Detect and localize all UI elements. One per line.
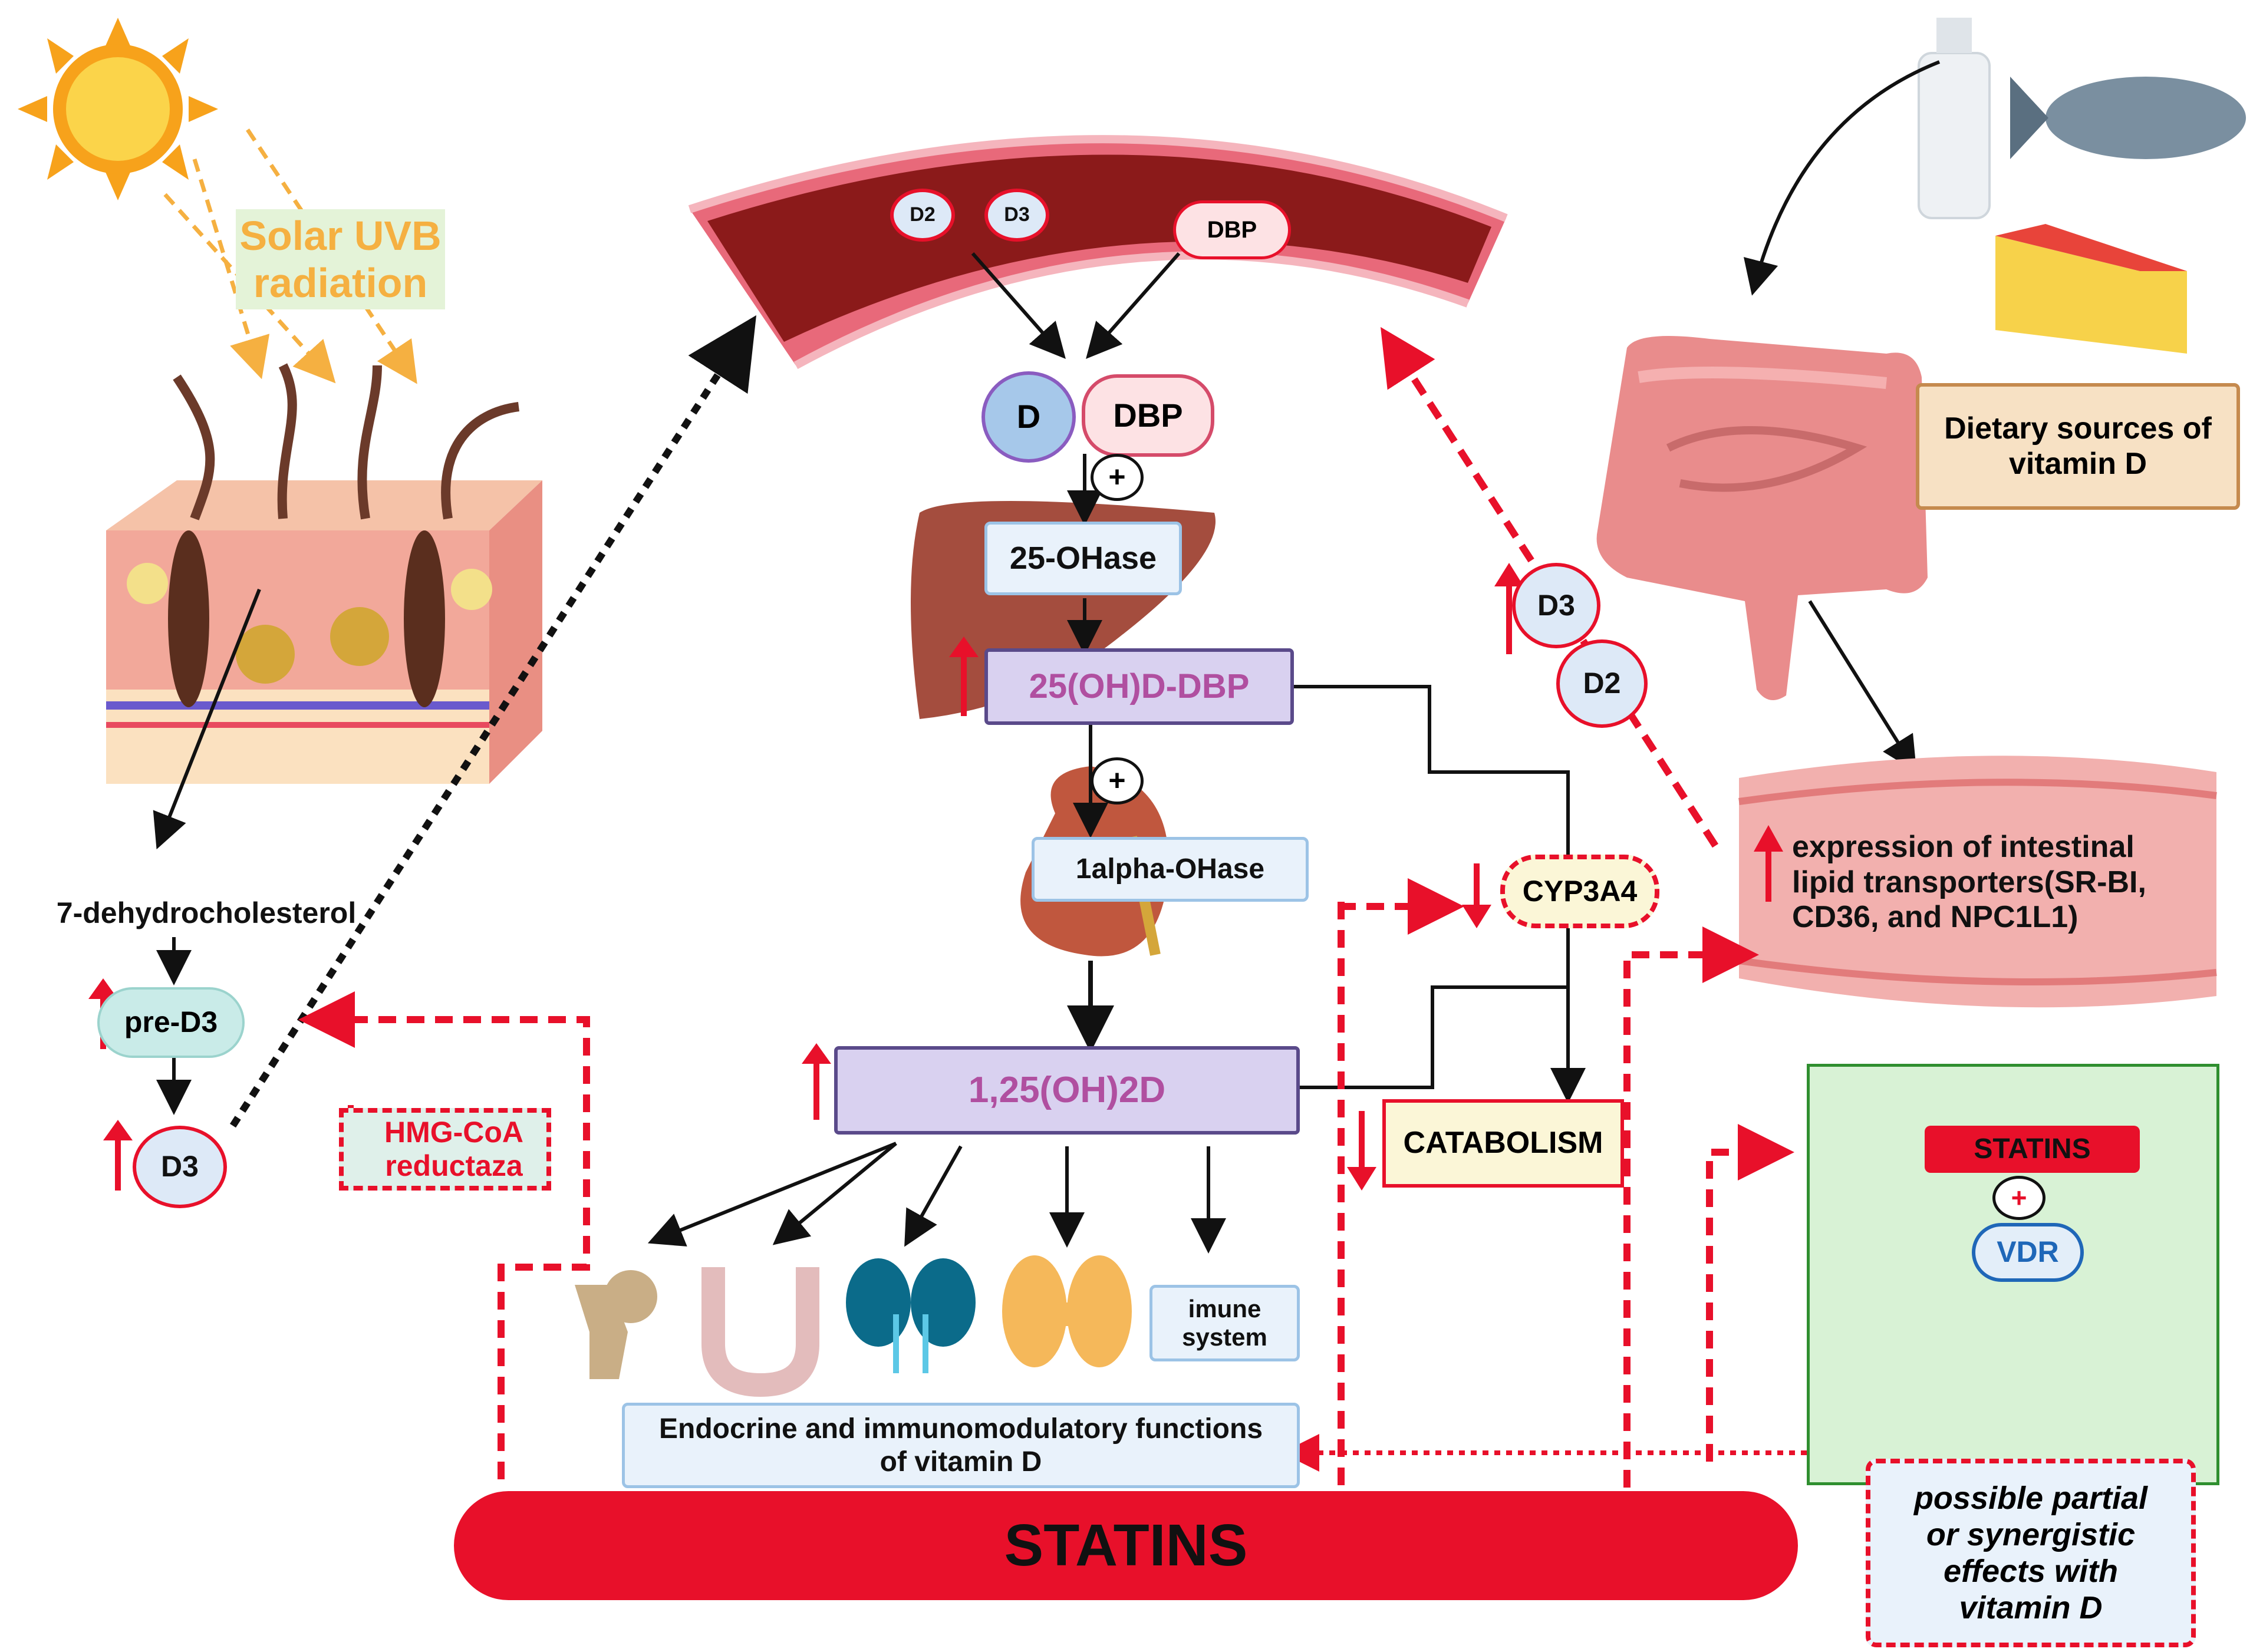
intestine-d2-badge: D2: [1556, 639, 1648, 728]
25-ohase-label: 25-OHase: [984, 522, 1182, 595]
bone-icon: [575, 1270, 657, 1379]
endocrine-functions-label: Endocrine and immunomodulatory functions…: [622, 1403, 1300, 1488]
25ohd-dbp-label: 25(OH)D-DBP: [984, 648, 1294, 725]
statins-bar: STATINS: [454, 1491, 1798, 1600]
synergistic-effects-note: possible partial or synergistic effects …: [1866, 1459, 2196, 1647]
fish-icon: [2010, 77, 2246, 159]
vessel-dbp-badge: DBP: [1173, 200, 1291, 259]
dietary-sources-label: Dietary sources of vitamin D: [1916, 383, 2240, 510]
dbp-badge: DBP: [1082, 374, 1214, 457]
cyp3a4-badge: CYP3A4: [1500, 855, 1659, 928]
immune-system-label: imune system: [1149, 1285, 1300, 1361]
liver-plus-icon: +: [1091, 454, 1144, 501]
1alpha-ohase-label: 1alpha-OHase: [1032, 837, 1309, 902]
7-dehydrocholesterol-label: 7-dehydrocholesterol: [56, 896, 357, 930]
intestinal-wall-illustration: [1738, 756, 2217, 1008]
kidney-plus-icon: +: [1091, 757, 1144, 804]
sun-icon: [18, 18, 218, 200]
d-badge: D: [981, 371, 1076, 463]
intestine-d3-badge: D3: [1512, 563, 1600, 648]
lipid-transporters-label: expression of intestinal lipid transport…: [1792, 829, 2146, 935]
vdr-badge: VDR: [1972, 1223, 2084, 1282]
vdr-statins-badge: STATINS: [1925, 1126, 2140, 1173]
kidneys-icon: [846, 1258, 976, 1373]
skin-illustration: [106, 363, 542, 784]
125oh2d-label: 1,25(OH)2D: [834, 1046, 1300, 1135]
cheese-icon: [1995, 224, 2187, 354]
pre-d3-badge: pre-D3: [97, 987, 245, 1058]
thyroid-icon: [1002, 1255, 1132, 1367]
uvb-label: Solar UVB radiation: [239, 212, 442, 306]
blood-vessel-illustration: [688, 135, 1508, 370]
vessel-d3-badge: D3: [984, 189, 1049, 242]
vdr-plus-icon: +: [1992, 1176, 2046, 1220]
uvb-label-bg: [236, 209, 445, 309]
milk-bottle-icon: [1918, 18, 1991, 219]
intestine-illustration: [1596, 336, 1928, 700]
d3-skin-badge: D3: [133, 1126, 227, 1208]
hmg-coa-reductase-label: HMG-CoA reductaza: [339, 1108, 551, 1191]
intestine-icon: [701, 1267, 819, 1397]
catabolism-label: CATABOLISM: [1382, 1099, 1624, 1188]
vessel-d2-badge: D2: [890, 189, 955, 242]
